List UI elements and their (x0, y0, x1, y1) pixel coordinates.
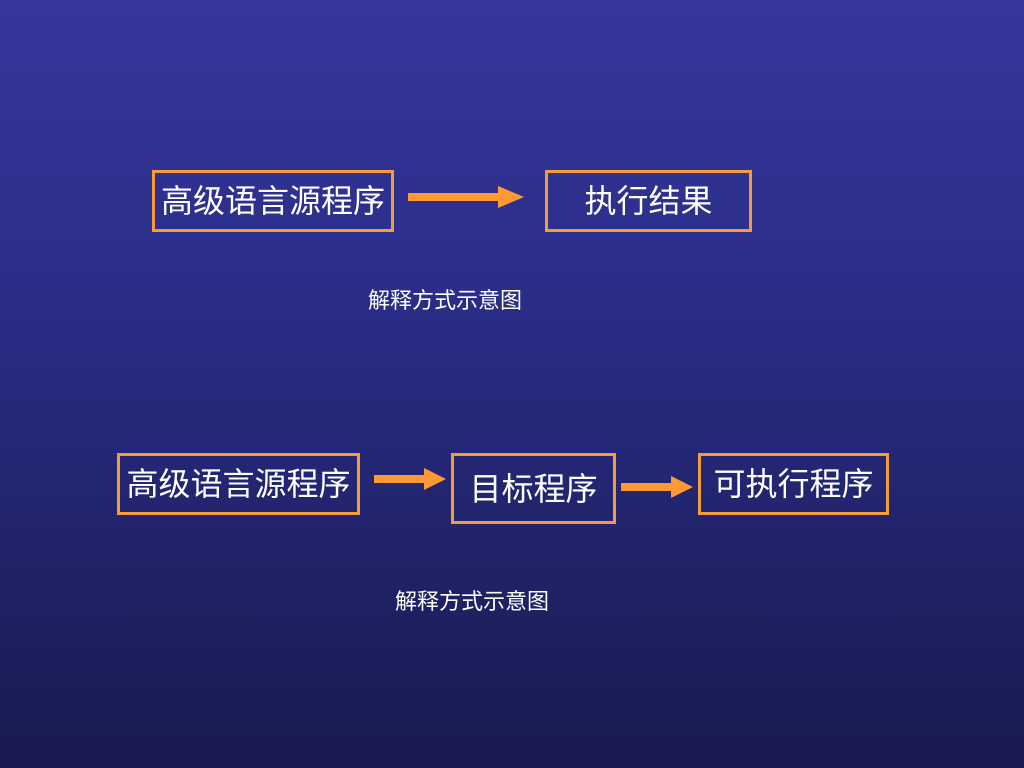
execution-result-box: 执行结果 (545, 170, 752, 232)
source-program-box: 高级语言源程序 (152, 170, 394, 232)
source-program-box-2: 高级语言源程序 (117, 453, 360, 515)
arrow-right-icon-2 (374, 468, 446, 490)
arrow-right-icon (408, 186, 524, 208)
arrow-right-icon-3 (621, 476, 693, 498)
executable-program-box: 可执行程序 (698, 453, 889, 515)
source-program-label-2: 高级语言源程序 (126, 465, 351, 503)
executable-program-label: 可执行程序 (713, 465, 874, 503)
object-program-box: 目标程序 (451, 453, 616, 524)
top-diagram-caption: 解释方式示意图 (368, 289, 523, 314)
bottom-diagram-caption: 解释方式示意图 (395, 590, 550, 615)
source-program-label: 高级语言源程序 (160, 182, 385, 220)
execution-result-label: 执行结果 (584, 182, 713, 220)
object-program-label: 目标程序 (469, 469, 598, 508)
